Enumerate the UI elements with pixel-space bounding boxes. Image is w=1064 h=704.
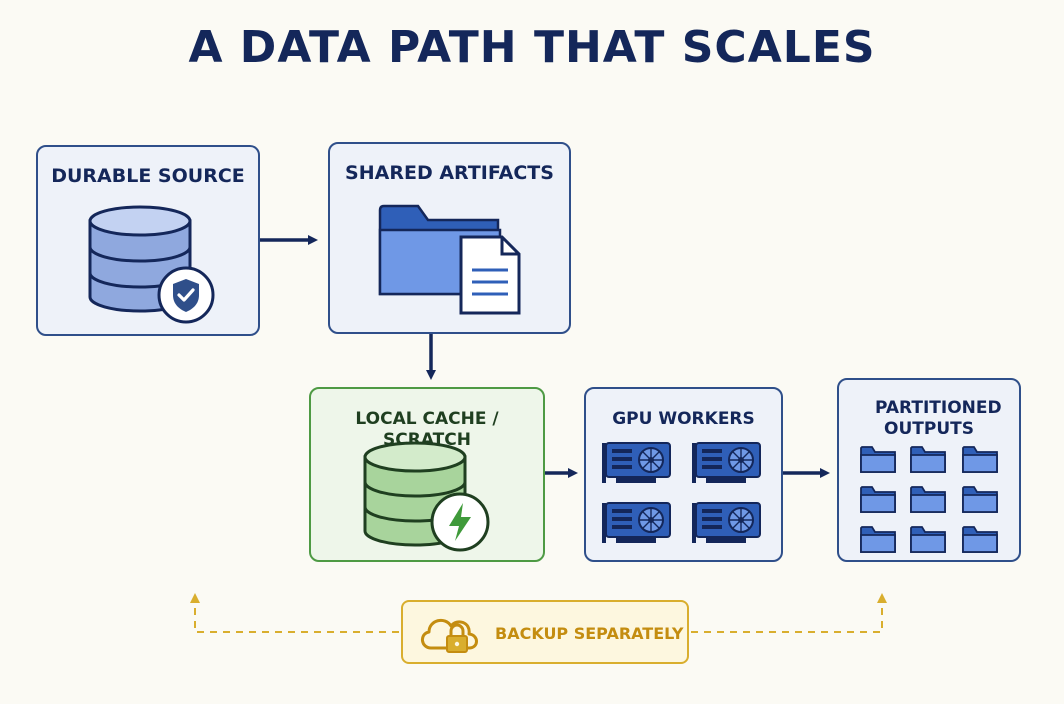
gpu-card-icon <box>692 439 766 493</box>
backup-node: BACKUP SEPARATELY <box>401 600 689 664</box>
backup-dashed-left <box>190 593 399 633</box>
gpu-card-icon <box>602 439 676 493</box>
folder-icon <box>859 484 897 518</box>
gpu-card-icon <box>602 499 676 553</box>
document-icon <box>459 235 521 315</box>
backup-dashed-right <box>691 593 887 633</box>
shield-check-icon <box>157 266 215 324</box>
folder-icon <box>859 524 897 558</box>
folder-icon <box>961 484 999 518</box>
folder-icon <box>859 444 897 478</box>
shared-artifacts-node: SHARED ARTIFACTS <box>328 142 571 334</box>
local-cache-node: LOCAL CACHE / SCRATCH <box>309 387 545 562</box>
cloud-lock-icon <box>421 618 478 653</box>
shared-artifacts-label: SHARED ARTIFACTS <box>345 162 554 184</box>
folder-icon <box>961 524 999 558</box>
durable-source-label: DURABLE SOURCE <box>51 165 245 187</box>
partitioned-outputs-node: PARTITIONED OUTPUTS <box>837 378 1021 562</box>
partitioned-outputs-label: PARTITIONED OUTPUTS <box>875 398 1002 440</box>
lightning-bolt-icon <box>430 492 490 552</box>
folder-icon <box>909 524 947 558</box>
folder-icon <box>909 484 947 518</box>
durable-source-node: DURABLE SOURCE <box>36 145 260 336</box>
gpu-card-icon <box>692 499 766 553</box>
backup-label: BACKUP SEPARATELY <box>495 624 684 643</box>
gpu-workers-label: GPU WORKERS <box>612 409 755 429</box>
folder-icon <box>961 444 999 478</box>
gpu-workers-node: GPU WORKERS <box>584 387 783 562</box>
folder-icon <box>909 444 947 478</box>
page-title: A DATA PATH THAT SCALES <box>188 22 876 73</box>
